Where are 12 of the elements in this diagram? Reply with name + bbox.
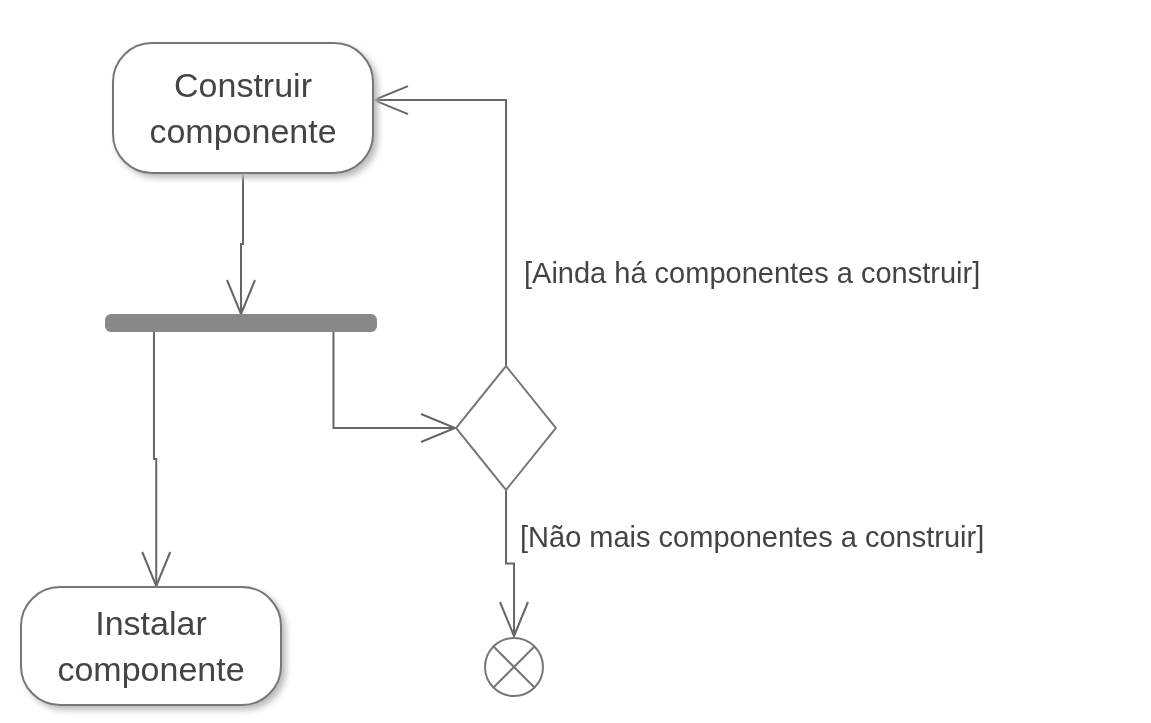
activity-box bbox=[112, 42, 374, 174]
arrow bbox=[499, 490, 529, 637]
arrow bbox=[226, 173, 256, 315]
fork-bar bbox=[105, 314, 377, 332]
activity-box bbox=[20, 586, 282, 706]
activity-text: Instalar componente bbox=[56, 603, 246, 690]
flow-final-node bbox=[483, 636, 545, 698]
decision-diamond bbox=[455, 365, 557, 491]
arrow bbox=[141, 331, 172, 587]
arrow bbox=[373, 85, 507, 366]
activity-text: Construir componente bbox=[148, 65, 338, 152]
arrow bbox=[332, 331, 456, 443]
